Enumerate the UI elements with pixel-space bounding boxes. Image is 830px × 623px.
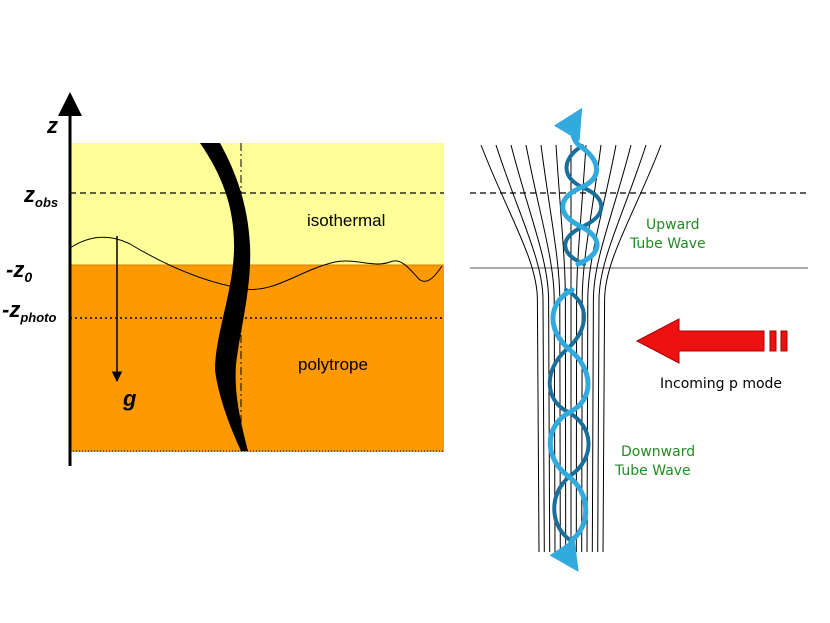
surface-wave-line xyxy=(69,236,443,290)
field-line xyxy=(602,144,662,553)
right-panel: Upward Tube Wave Downward Tube Wave Inco… xyxy=(470,107,810,572)
left-panel: z zobs -z0 -zphoto isothermal polytrope … xyxy=(2,92,444,466)
z-obs-sub: obs xyxy=(35,195,58,210)
z-photo-sub: photo xyxy=(19,310,56,325)
field-line xyxy=(495,144,545,553)
isothermal-label: isothermal xyxy=(307,211,385,230)
z-0-base: -z xyxy=(6,257,24,282)
z-0-label: -z0 xyxy=(6,257,32,285)
isothermal-layer xyxy=(70,143,444,265)
upward-wave-front xyxy=(553,107,600,267)
upward-wave-back xyxy=(563,144,604,266)
downward-tube-wave xyxy=(547,287,591,572)
z-photo-label: -zphoto xyxy=(2,297,56,325)
z-photo-base: -z xyxy=(2,297,20,322)
z-obs-base: z xyxy=(23,182,35,207)
field-line xyxy=(480,144,540,553)
downward-wave-front xyxy=(547,287,591,572)
arrow-body xyxy=(635,318,765,364)
z-axis-label: z xyxy=(46,113,58,138)
downward-label-line1: Downward xyxy=(621,444,695,460)
field-line xyxy=(510,144,551,553)
incoming-p-mode-arrow xyxy=(635,318,788,364)
incoming-p-mode-label: Incoming p mode xyxy=(660,376,782,392)
polytrope-layer xyxy=(70,265,444,452)
polytrope-label: polytrope xyxy=(298,355,368,374)
z-0-sub: 0 xyxy=(24,269,32,285)
downward-label-line2: Tube Wave xyxy=(614,463,691,479)
gravity-label: g xyxy=(122,386,137,411)
arrow-tail-bar-1 xyxy=(769,330,777,352)
field-line xyxy=(540,144,561,553)
field-line xyxy=(591,144,632,553)
upward-label-line2: Tube Wave xyxy=(629,236,706,252)
flux-tube-shape xyxy=(200,143,251,451)
field-line xyxy=(575,144,587,553)
arrow-tail-bar-2 xyxy=(780,330,788,352)
field-line xyxy=(525,144,556,553)
upward-label-line1: Upward xyxy=(646,217,700,233)
upward-tube-wave xyxy=(553,107,604,267)
z-obs-label: zobs xyxy=(23,182,58,210)
field-line xyxy=(597,144,647,553)
